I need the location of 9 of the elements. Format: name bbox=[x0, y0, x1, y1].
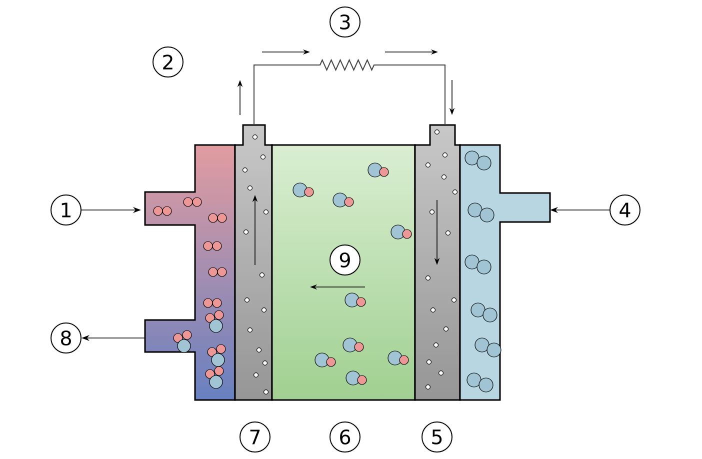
callout-number: 7 bbox=[240, 422, 270, 452]
callout-number: 3 bbox=[330, 6, 360, 38]
callout-number: 2 bbox=[152, 46, 184, 78]
callout-number: 9 bbox=[330, 244, 360, 276]
callout-number: 8 bbox=[50, 322, 82, 354]
callout-number: 6 bbox=[330, 422, 360, 452]
callout-number: 1 bbox=[50, 194, 82, 226]
callout-number: 4 bbox=[610, 194, 640, 226]
callout-number: 5 bbox=[422, 422, 452, 452]
